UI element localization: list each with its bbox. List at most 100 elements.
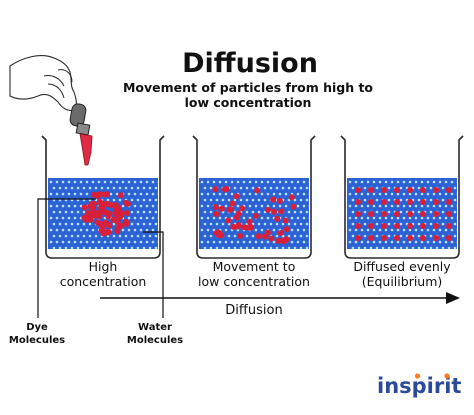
water-molecule — [384, 228, 388, 232]
water-molecule — [444, 180, 448, 184]
water-molecule — [420, 228, 424, 232]
water-molecule — [372, 228, 376, 232]
water-molecule — [396, 216, 400, 220]
water-molecule — [378, 228, 382, 232]
water-molecule — [456, 241, 457, 243]
dye-molecule — [118, 222, 125, 229]
water-molecule — [109, 192, 113, 196]
water-molecule — [73, 228, 77, 232]
water-molecule — [432, 204, 436, 208]
water-molecule — [417, 246, 421, 249]
water-molecule — [299, 186, 303, 190]
water-molecule — [242, 240, 246, 244]
water-molecule — [420, 240, 424, 244]
water-molecule — [287, 234, 291, 238]
water-molecule — [233, 246, 237, 249]
water-molecule — [450, 204, 454, 208]
dye-molecule — [283, 236, 290, 243]
water-molecule — [429, 186, 433, 190]
water-molecule — [366, 216, 370, 220]
water-molecule — [148, 222, 152, 226]
dye-label-line-1: Dye — [26, 322, 48, 333]
water-molecule — [145, 180, 149, 184]
water-molecule — [293, 246, 297, 249]
water-molecule — [441, 246, 445, 249]
water-molecule — [384, 204, 388, 208]
water-molecule — [408, 192, 412, 196]
dye-molecule — [105, 228, 112, 235]
water-molecule — [453, 234, 457, 238]
water-molecule — [450, 240, 454, 244]
water-molecule — [402, 216, 406, 220]
water-molecule — [70, 186, 74, 190]
water-molecule — [148, 210, 152, 214]
water-molecule — [58, 222, 62, 226]
dye-molecule — [213, 211, 220, 217]
dye-molecule — [394, 223, 400, 229]
dye-molecule — [407, 223, 413, 229]
water-molecule — [272, 240, 276, 244]
water-molecule — [212, 228, 216, 232]
water-molecule — [115, 240, 119, 244]
water-molecule — [390, 204, 394, 208]
water-molecule — [154, 198, 158, 202]
water-molecule — [305, 198, 309, 202]
water-molecule — [266, 180, 270, 184]
water-molecule — [360, 240, 364, 244]
dye-molecule — [420, 187, 426, 193]
water-molecule — [109, 180, 113, 184]
water-molecule — [148, 186, 152, 190]
water-molecule — [64, 186, 68, 190]
water-molecule — [375, 210, 379, 214]
brand-dot-2 — [444, 373, 450, 379]
water-molecule — [387, 186, 391, 190]
water-molecule — [308, 181, 309, 183]
water-molecule — [127, 180, 131, 184]
dye-molecule — [255, 233, 262, 240]
dye-molecule — [117, 209, 124, 216]
water-molecule — [248, 192, 252, 196]
dye-molecule — [446, 235, 452, 241]
dye-molecule — [355, 187, 361, 193]
water-molecule — [209, 186, 213, 190]
water-molecule — [218, 216, 222, 220]
water-molecule — [88, 246, 92, 249]
water-leader-line — [143, 231, 164, 318]
water-molecule — [351, 222, 355, 226]
water-molecule — [284, 192, 288, 196]
water-molecule — [91, 240, 95, 244]
dye-molecule — [420, 223, 426, 229]
water-molecule — [115, 180, 119, 184]
water-molecule — [378, 204, 382, 208]
water-molecule — [203, 234, 207, 238]
water-molecule — [70, 234, 74, 238]
water-molecule — [136, 186, 140, 190]
water-molecule — [79, 240, 83, 244]
water-molecule — [112, 234, 116, 238]
water-molecule — [55, 180, 59, 184]
water-molecule — [85, 240, 89, 244]
water-molecule — [308, 217, 309, 219]
water-molecule — [450, 228, 454, 232]
water-molecule — [363, 246, 367, 249]
water-molecule — [55, 228, 59, 232]
dye-molecule — [355, 223, 361, 229]
dye-molecule — [254, 187, 261, 194]
water-molecule — [257, 222, 261, 226]
water-molecule — [438, 228, 442, 232]
water-molecule — [139, 192, 143, 196]
dye-label-line-2: Molecules — [9, 335, 65, 346]
dye-molecule — [103, 209, 110, 216]
water-molecule — [61, 204, 65, 208]
dye-molecule — [246, 218, 253, 225]
water-molecule — [414, 204, 418, 208]
dye-molecule — [368, 223, 374, 229]
water-molecule — [441, 186, 445, 190]
diagram-title: Diffusion — [182, 48, 318, 79]
water-molecule — [221, 222, 225, 226]
water-molecule — [456, 217, 457, 219]
water-molecule — [82, 210, 86, 214]
water-molecule — [151, 228, 155, 232]
water-molecule — [460, 247, 463, 250]
water-molecule — [154, 210, 158, 214]
